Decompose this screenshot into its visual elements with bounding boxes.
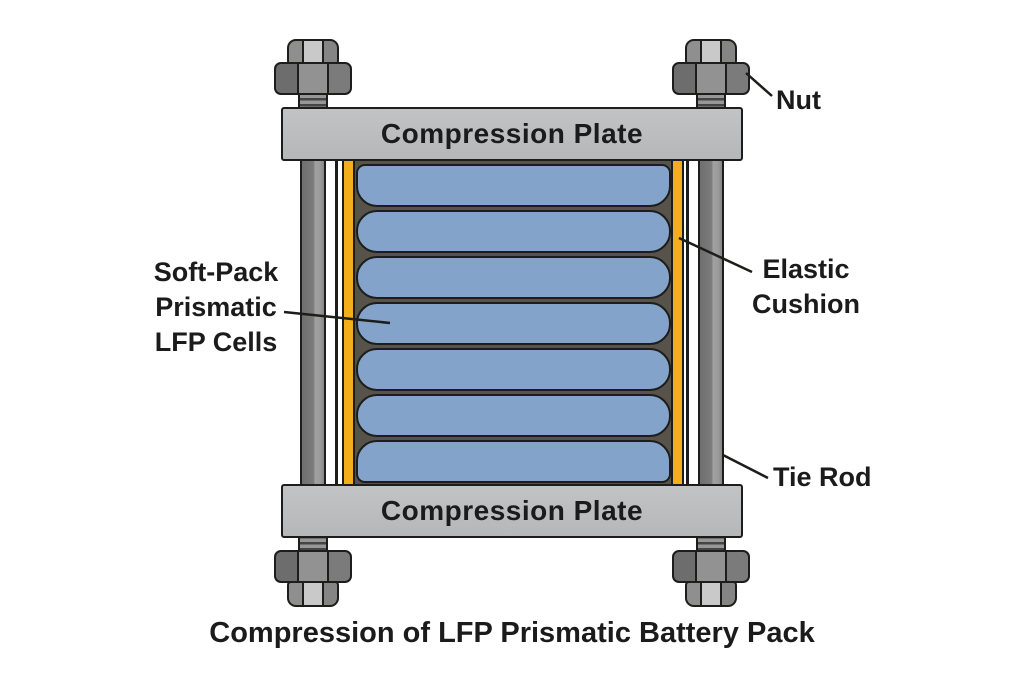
nut-facet	[289, 41, 302, 63]
nut-facet	[722, 41, 735, 63]
elastic-cushion-left	[344, 161, 355, 486]
nut-facet	[697, 552, 725, 581]
cells-label-line3: LFP Cells	[154, 327, 278, 357]
cells-label-line1: Soft-Pack	[153, 257, 279, 287]
nut-facet	[697, 64, 725, 93]
lfp-cell	[355, 256, 671, 299]
nut-facet	[329, 64, 350, 93]
hex-nut-top-left	[274, 62, 352, 95]
hex-nut-bottom-right	[672, 550, 750, 583]
cap-nut-bottom-left	[287, 581, 339, 607]
compression-plate-top-label: Compression Plate	[380, 118, 644, 149]
thread-stub-bottom-left	[298, 536, 328, 552]
nut-facet	[674, 552, 695, 581]
frame-line-left	[335, 160, 338, 487]
nut-facet	[722, 583, 735, 605]
nut-facet	[299, 552, 327, 581]
thread-stub-top-left	[298, 92, 328, 110]
cap-nut-bottom-right	[685, 581, 737, 607]
nut-label: Nut	[776, 85, 821, 115]
nut-facet	[324, 41, 337, 63]
nut-facet	[674, 64, 695, 93]
lfp-cell	[355, 210, 671, 253]
cushion-label-line2: Cushion	[752, 289, 860, 319]
nut-facet	[276, 552, 297, 581]
nut-facet	[304, 583, 322, 605]
nut-facet	[289, 583, 302, 605]
lfp-cell	[355, 394, 671, 437]
tie-rod-leader-line	[722, 453, 769, 480]
nut-facet	[727, 552, 748, 581]
diagram-title: Compression of LFP Prismatic Battery Pac…	[209, 617, 815, 649]
hex-nut-bottom-left	[274, 550, 352, 583]
nut-facet	[329, 552, 350, 581]
cap-nut-top-right	[685, 39, 737, 65]
compression-plate-top: Compression Plate	[281, 107, 743, 161]
cushion-label-line1: Elastic	[762, 254, 850, 284]
thread-stub-top-right	[696, 92, 726, 110]
cells-label: Soft-Pack Prismatic LFP Cells	[140, 255, 292, 360]
nut-facet	[304, 41, 322, 63]
nut-facet	[687, 583, 700, 605]
nut-facet	[299, 64, 327, 93]
cells-label-line2: Prismatic	[155, 292, 277, 322]
cell-stack	[355, 161, 671, 486]
lfp-cell	[355, 164, 671, 207]
nut-facet	[324, 583, 337, 605]
hex-nut-top-right	[672, 62, 750, 95]
compression-plate-bottom: Compression Plate	[281, 484, 743, 538]
lfp-cell	[355, 302, 671, 345]
compression-plate-bottom-label: Compression Plate	[380, 495, 644, 526]
cell-stack-housing	[342, 159, 684, 488]
tie-rod-right	[698, 88, 724, 553]
elastic-cushion-right	[671, 161, 682, 486]
cushion-label: Elastic Cushion	[731, 252, 881, 322]
nut-facet	[702, 41, 720, 63]
lfp-cell	[355, 348, 671, 391]
thread-stub-bottom-right	[696, 536, 726, 552]
nut-facet	[687, 41, 700, 63]
frame-line-right	[686, 160, 689, 487]
lfp-cell	[355, 440, 671, 483]
nut-facet	[727, 64, 748, 93]
nut-facet	[702, 583, 720, 605]
tie-rod-label: Tie Rod	[773, 462, 872, 492]
nut-facet	[276, 64, 297, 93]
